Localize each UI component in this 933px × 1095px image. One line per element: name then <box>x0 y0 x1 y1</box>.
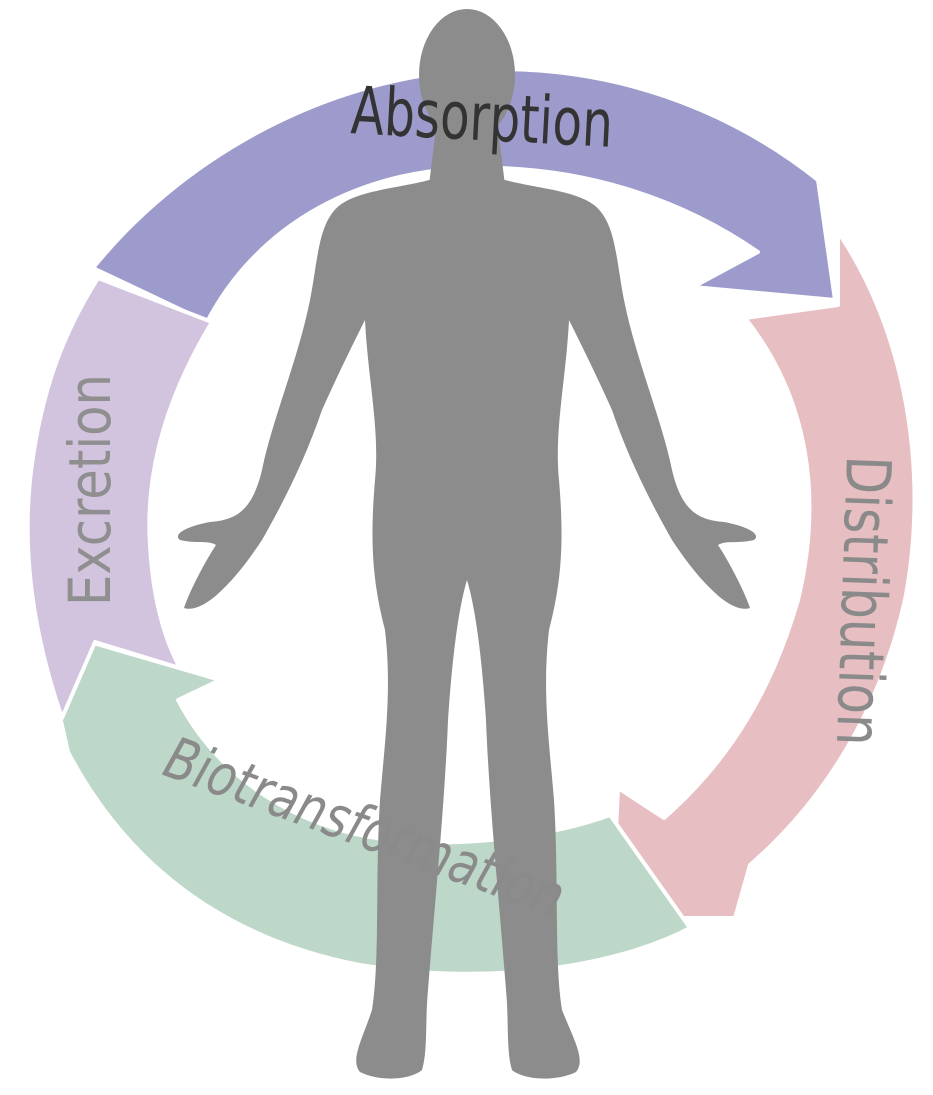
absorption-label: Absorption <box>349 72 615 163</box>
excretion-label: Excretion <box>56 374 124 606</box>
distribution-label: Distribution <box>822 455 905 747</box>
